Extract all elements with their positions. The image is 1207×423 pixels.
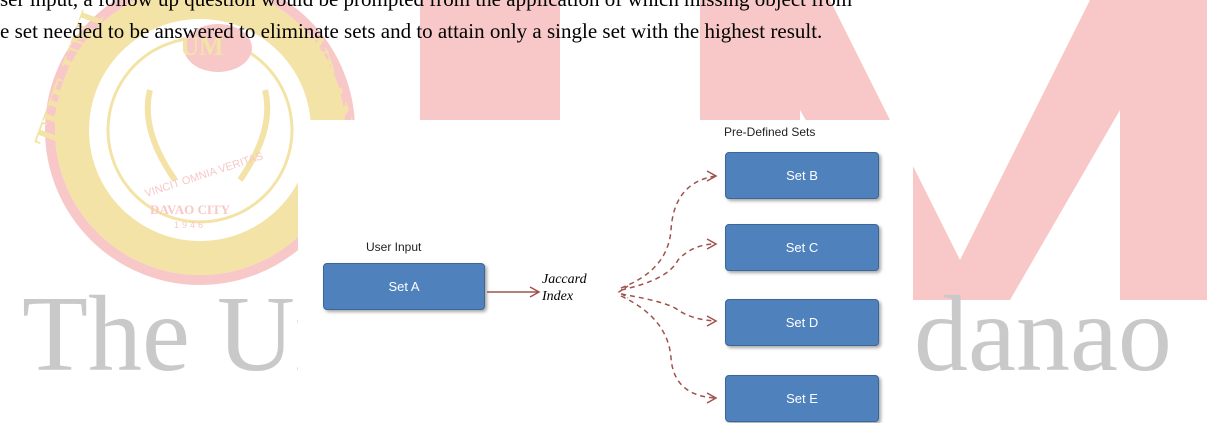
arrow-tail-jaccard <box>617 285 629 299</box>
body-paragraph: ser input, a follow up question would be… <box>0 0 1207 47</box>
seal-um-text: UM <box>180 32 223 61</box>
arrow-to-set-e <box>620 295 717 399</box>
set-b-box: Set B <box>725 152 879 199</box>
paragraph-line-2: e set needed to be answered to eliminate… <box>0 19 823 43</box>
set-c-box: Set C <box>725 224 879 271</box>
arrow-to-set-b <box>620 175 717 289</box>
arrow-head-set-b <box>706 170 718 182</box>
arrow-to-set-c <box>620 243 717 291</box>
jaccard-diagram: User Input Pre-Defined Sets Set A Jaccar… <box>298 120 913 423</box>
seal-year-text: 1946 <box>174 220 206 230</box>
watermark-name-left: The Un <box>22 275 349 394</box>
jaccard-line-1: Jaccard <box>542 272 587 287</box>
jaccard-line-2: Index <box>542 289 574 304</box>
diagram-arrows <box>487 170 718 404</box>
arrow-head-set-d <box>706 315 718 327</box>
watermark-letter-m <box>700 0 1207 300</box>
set-a-box: Set A <box>323 263 485 310</box>
arrow-set-a-to-jaccard-head <box>529 286 541 298</box>
arrow-head-set-e <box>706 392 718 404</box>
set-e-box: Set E <box>725 375 879 422</box>
arrow-head-set-c <box>706 238 718 250</box>
predefined-sets-label: Pre-Defined Sets <box>724 125 816 139</box>
seal-city-text: DAVAO CITY <box>150 202 231 217</box>
jaccard-index-label: Jaccard Index <box>542 271 587 305</box>
set-d-box: Set D <box>725 299 879 346</box>
arrow-to-set-d <box>620 293 717 322</box>
paragraph-line-1: ser input, a follow up question would be… <box>0 0 1207 15</box>
user-input-label: User Input <box>366 240 422 254</box>
